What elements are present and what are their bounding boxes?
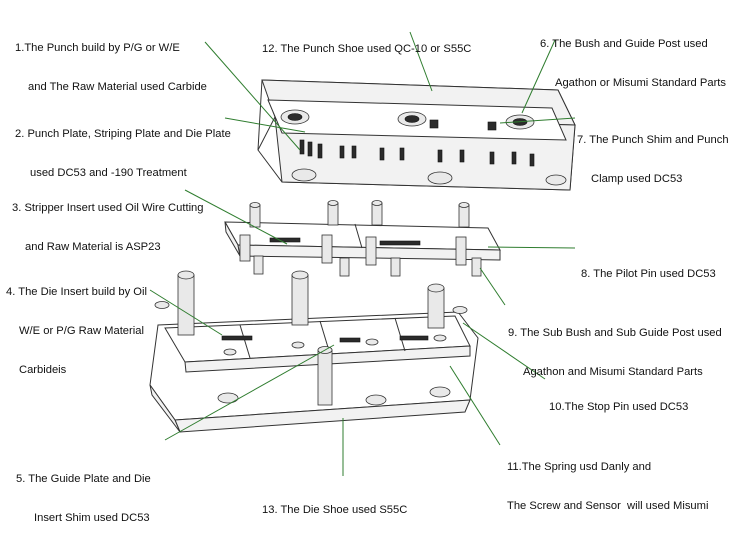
label-13-die-shoe: 13. The Die Shoe used S55C bbox=[262, 504, 408, 516]
leader-lines bbox=[149, 31, 576, 476]
die-shoe bbox=[149, 270, 479, 433]
label-10-stop-pin: 10.The Stop Pin used DC53 bbox=[549, 401, 689, 413]
label-6-bush-guide-post: 6. The Bush and Guide Post used Agathon … bbox=[540, 38, 727, 89]
label-5-guide-plate: 5. The Guide Plate and Die Insert Shim u… bbox=[16, 473, 151, 524]
label-3-stripper-insert: 3. Stripper Insert used Oil Wire Cutting… bbox=[12, 202, 204, 253]
label-4-die-insert: 4. The Die Insert build by Oil W/E or P/… bbox=[6, 286, 147, 376]
label-8-pilot-pin: 8. The Pilot Pin used DC53 bbox=[581, 268, 716, 280]
exploded-die-diagram: 1.The Punch build by P/G or W/E and The … bbox=[6, 31, 729, 524]
stripper-plate bbox=[224, 200, 501, 277]
label-2-plates: 2. Punch Plate, Striping Plate and Die P… bbox=[15, 128, 231, 179]
die-set-drawing bbox=[149, 31, 576, 476]
label-12-punch-shoe: 12. The Punch Shoe used QC-10 or S55C bbox=[262, 43, 472, 55]
punch-array bbox=[299, 119, 535, 167]
label-11-spring-screw-sensor: 11.The Spring usd Danly and The Screw an… bbox=[507, 461, 709, 512]
punch-shoe bbox=[257, 79, 576, 191]
label-7-punch-shim: 7. The Punch Shim and Punch Clamp used D… bbox=[577, 134, 729, 185]
label-9-sub-bush: 9. The Sub Bush and Sub Guide Post used … bbox=[508, 327, 722, 378]
label-1-punch: 1.The Punch build by P/G or W/E and The … bbox=[15, 42, 207, 93]
